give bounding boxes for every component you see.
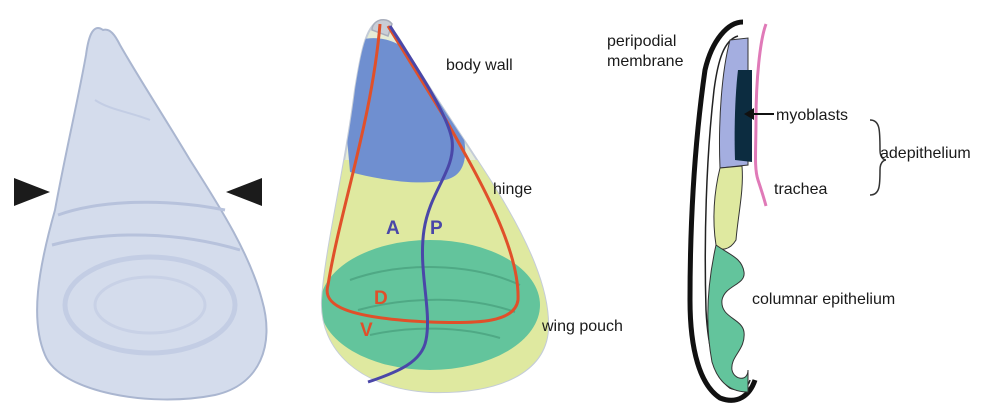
label-trachea: trachea	[774, 181, 827, 198]
label-body-wall: body wall	[446, 57, 513, 74]
fate-map-panel: A P D V body wall hinge wing pouch	[300, 20, 623, 400]
label-membrane: membrane	[607, 53, 684, 70]
stained-disc	[37, 28, 266, 399]
label-hinge: hinge	[493, 181, 532, 198]
label-wing-pouch: wing pouch	[541, 318, 623, 335]
label-A: A	[386, 218, 400, 239]
cross-section-panel: peripodial membrane myoblasts adepitheli…	[607, 22, 971, 400]
columnar-epithelium-layer	[708, 245, 748, 392]
label-D: D	[374, 288, 388, 309]
label-adepithelium: adepithelium	[880, 145, 971, 162]
right-arrowhead	[226, 178, 262, 206]
pouch-region	[320, 240, 540, 370]
stained-disc-panel	[14, 28, 267, 399]
label-peripodial: peripodial	[607, 33, 676, 50]
label-P: P	[430, 218, 443, 239]
label-myoblasts: myoblasts	[776, 107, 848, 124]
label-V: V	[360, 320, 373, 341]
label-columnar-epithelium: columnar epithelium	[752, 291, 895, 308]
hinge-layer	[714, 166, 742, 249]
left-arrowhead	[14, 178, 50, 206]
